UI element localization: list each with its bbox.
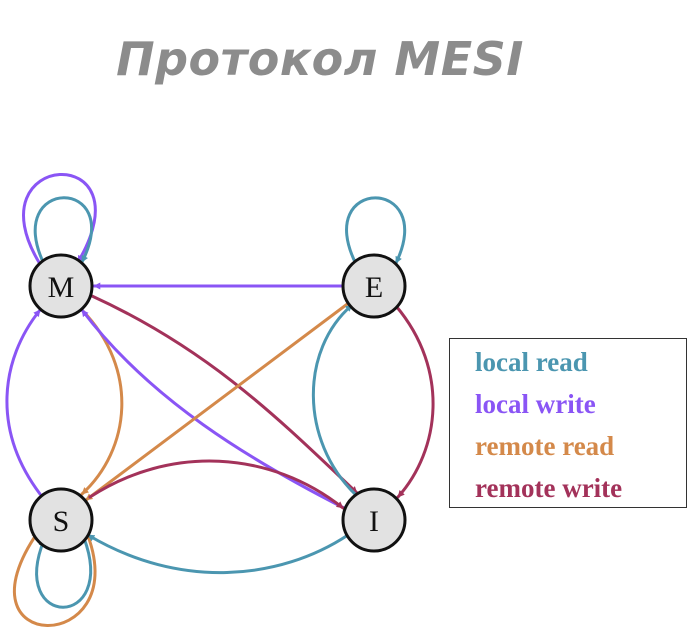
legend-item-remote-read: remote read xyxy=(475,431,615,461)
state-label-m: M xyxy=(48,271,75,304)
edge-m-s-remote-read xyxy=(80,308,124,496)
page-title: Протокол MESI xyxy=(116,32,524,86)
legend-item-local-read: local read xyxy=(475,347,588,377)
state-node-i: I xyxy=(341,487,407,553)
edge-e-i-remote-write xyxy=(394,304,435,499)
edge-e-e-local-read xyxy=(345,196,407,266)
edge-s-s-local-read xyxy=(35,536,92,609)
edge-s-m-local-write xyxy=(5,308,42,496)
state-label-s: S xyxy=(53,505,70,538)
state-label-i: I xyxy=(369,505,379,538)
edge-e-s-remote-read xyxy=(84,300,352,502)
state-node-e: E xyxy=(341,253,407,319)
state-node-s: S xyxy=(28,487,94,553)
edge-m-m-local-write xyxy=(22,173,97,266)
legend-item-remote-write: remote write xyxy=(475,473,623,503)
legend-item-local-write: local write xyxy=(475,389,596,419)
edge-i-e-local-read xyxy=(311,303,357,496)
state-node-m: M xyxy=(28,253,94,319)
edge-i-s-local-read xyxy=(86,533,350,574)
state-label-e: E xyxy=(365,271,383,304)
edge-m-m-local-read xyxy=(33,196,94,266)
edge-s-s-remote-read xyxy=(13,530,97,627)
edge-s-i-remote-write xyxy=(88,459,345,510)
edge-m-i-remote-write xyxy=(90,294,359,495)
legend: local read local write remote read remot… xyxy=(449,338,687,508)
edge-i-m-local-write xyxy=(80,308,346,510)
